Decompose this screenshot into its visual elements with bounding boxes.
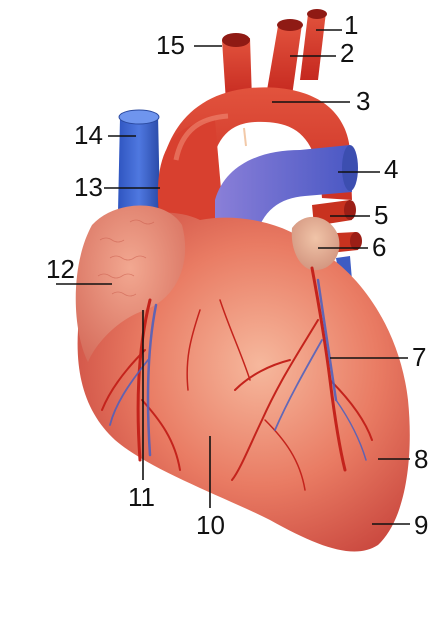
superior-vena-cava — [118, 114, 160, 212]
pulmonary-artery-opening — [342, 145, 358, 191]
label-12: 12 — [46, 256, 75, 282]
label-9: 9 — [414, 512, 428, 538]
label-4: 4 — [384, 156, 398, 182]
label-11: 11 — [128, 484, 155, 510]
label-3: 3 — [356, 88, 370, 114]
aorta-ridge — [244, 128, 246, 146]
label-2: 2 — [340, 40, 354, 66]
label-8: 8 — [414, 446, 428, 472]
superior-vena-cava-opening — [119, 110, 159, 124]
label-14: 14 — [74, 122, 103, 148]
label-13: 13 — [74, 174, 103, 200]
aortic-branch-2 — [266, 24, 302, 96]
pulmonary-vein-upper-opening — [344, 200, 356, 220]
aortic-branch-1 — [300, 12, 326, 80]
aortic-branch-2-opening — [277, 19, 303, 31]
label-6: 6 — [372, 234, 386, 260]
label-15: 15 — [156, 32, 185, 58]
label-1: 1 — [344, 12, 358, 38]
label-5: 5 — [374, 202, 388, 228]
aortic-branch-15-opening — [222, 33, 250, 47]
label-7: 7 — [412, 344, 426, 370]
label-10: 10 — [196, 512, 225, 538]
aortic-branch-1-opening — [307, 9, 327, 19]
